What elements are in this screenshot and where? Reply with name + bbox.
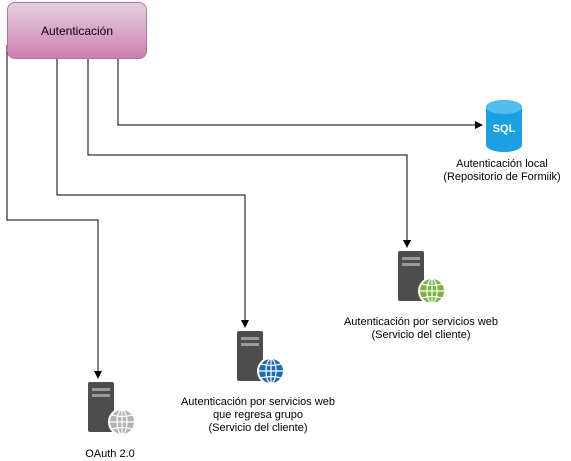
ws-group-node-label: Autenticación por servicios web que regr… (168, 396, 348, 435)
root-label: Autenticación (40, 23, 114, 38)
ws-client-label-line: (Servicio del cliente) (371, 329, 471, 341)
ws-group-label-line: que regresa grupo (213, 409, 303, 421)
sql-database-icon: SQL (486, 100, 522, 152)
edge-to-oauth (6, 45, 102, 379)
sql-node-label: Autenticación local (Repositorio de Form… (431, 158, 571, 184)
edge-to-ws-client (87, 59, 411, 248)
sql-label-line: Autenticación local (456, 158, 548, 170)
root-authentication-node[interactable]: Autenticación (7, 2, 147, 59)
ws-group-label-line: Autenticación por servicios web (180, 396, 336, 408)
edge-to-sql (117, 59, 483, 129)
oauth-label-line: OAuth 2.0 (85, 448, 135, 460)
ws-group-label-line: (Servicio del cliente) (208, 422, 308, 434)
ws-client-label-line: Autenticación por servicios web (343, 316, 499, 328)
sql-label-line: (Repositorio de Formiik) (443, 171, 561, 183)
web-server-gray-globe-icon (88, 382, 136, 436)
ws-client-node-label: Autenticación por servicios web (Servici… (331, 316, 511, 342)
web-server-green-globe-icon (398, 251, 446, 305)
oauth-node-label: OAuth 2.0 (60, 448, 160, 461)
web-server-blue-globe-icon (237, 331, 285, 385)
sql-icon-text: SQL (493, 123, 516, 135)
edge-to-ws-group (56, 59, 249, 328)
